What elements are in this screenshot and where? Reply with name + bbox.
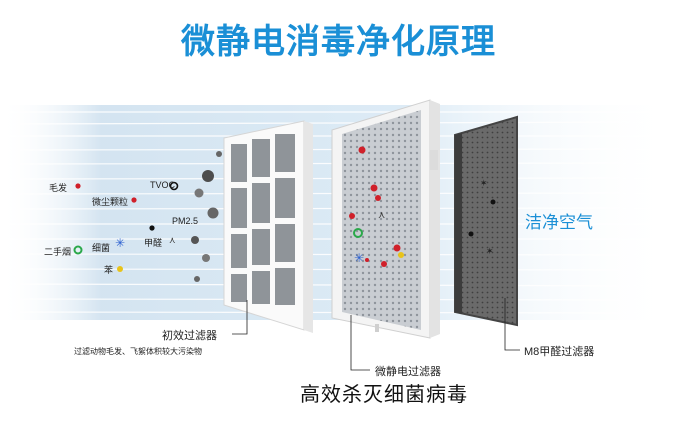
bacteria-icon: ✳ — [115, 236, 125, 250]
svg-text:✳: ✳ — [354, 251, 364, 265]
electrostatic-filter: ⋏ ✳ — [331, 99, 440, 339]
label-bacteria: 细菌 — [92, 243, 111, 253]
label-formaldehyde: 甲醛 — [144, 238, 163, 248]
m8-filter-label: M8甲醛过滤器 — [524, 346, 595, 358]
incoming-particles — [191, 151, 222, 282]
primary-filter — [223, 120, 313, 333]
primary-filter-label: 初效过滤器 — [162, 330, 217, 342]
hair-dot — [75, 183, 81, 189]
label-hair: 毛发 — [49, 183, 68, 193]
label-tvoc: TVOC — [150, 180, 176, 190]
dust-dot — [131, 197, 137, 203]
pm25-dot — [149, 225, 155, 231]
svg-text:⋏: ⋏ — [378, 210, 385, 221]
label-smoke: 二手烟 — [44, 247, 72, 257]
m8-filter-particles: ✶ ✶ — [468, 178, 496, 256]
tvoc-icon — [169, 181, 179, 191]
m8-filter: ✶ ✶ — [454, 115, 518, 327]
page-title: 微静电消毒净化原理 — [181, 23, 496, 61]
pollutant-icons: ✳ ⋏ — [73, 181, 179, 272]
label-pm25: PM2.5 — [172, 216, 199, 226]
electrostatic-particles: ⋏ ✳ — [349, 146, 404, 267]
bottom-caption: 高效杀灭细菌病毒 — [300, 384, 468, 406]
benzene-dot — [117, 266, 123, 272]
label-benzene: 苯 — [104, 265, 114, 275]
clean-air-label: 洁净空气 — [525, 213, 593, 232]
svg-text:✶: ✶ — [480, 178, 488, 188]
svg-text:✶: ✶ — [486, 246, 494, 256]
leader-lines — [232, 298, 520, 371]
formaldehyde-icon: ⋏ — [169, 235, 176, 245]
electrostatic-filter-label: 微静电过滤器 — [375, 366, 441, 378]
smoke-ring — [73, 245, 83, 255]
label-dust: 微尘颗粒 — [92, 197, 129, 207]
primary-filter-desc: 过滤动物毛发、飞絮体积较大污染物 — [74, 347, 202, 356]
